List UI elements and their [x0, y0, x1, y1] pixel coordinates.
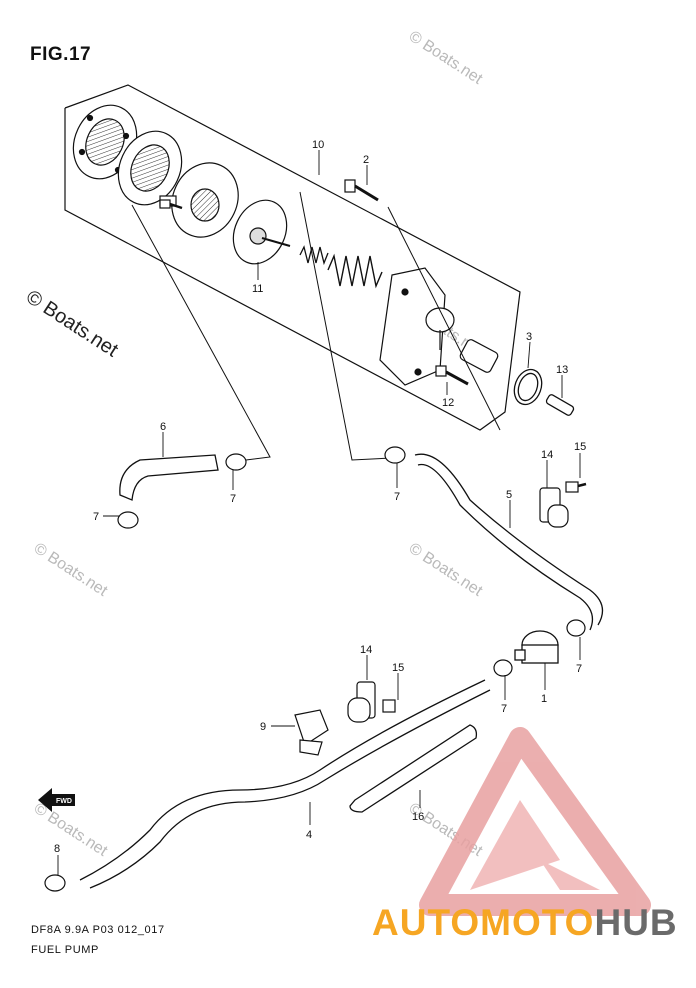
callout-4: 4 — [306, 829, 312, 841]
hose-4 — [79, 679, 491, 889]
callout-14: 14 — [541, 449, 553, 461]
callout-1: 1 — [541, 693, 547, 705]
callout-6: 6 — [160, 421, 166, 433]
fwd-label: FWD — [56, 798, 72, 805]
brand-part1: AUTOMOTO — [372, 902, 595, 943]
callout-9: 9 — [260, 721, 266, 733]
diaphragm — [232, 199, 291, 265]
clamp-14-upper — [539, 487, 569, 528]
callout-7: 7 — [501, 703, 507, 715]
callout-8: 8 — [54, 843, 60, 855]
screw-small — [159, 199, 183, 210]
callout-13: 13 — [556, 364, 568, 376]
bolt-15-lower — [382, 699, 396, 713]
screw-12 — [435, 365, 469, 386]
clip-9 — [294, 709, 329, 756]
clip — [44, 446, 586, 892]
brand-triangle-logo — [419, 727, 651, 916]
callout-14: 14 — [360, 644, 372, 656]
brand-part2: HUB — [594, 902, 678, 943]
fuel-filter-1 — [514, 630, 559, 664]
pump-body — [159, 162, 239, 238]
assembly-frame — [64, 84, 521, 431]
callout-10: 10 — [312, 139, 324, 151]
large-spring — [327, 253, 383, 289]
callout-7: 7 — [230, 493, 236, 505]
callout-5: 5 — [506, 489, 512, 501]
callout-15: 15 — [574, 441, 586, 453]
hose-6 — [119, 454, 219, 501]
callout-lines — [57, 150, 581, 875]
small-spring — [299, 245, 329, 266]
callout-15: 15 — [392, 662, 404, 674]
o-ring — [513, 368, 543, 406]
callout-3: 3 — [526, 331, 532, 343]
callout-7: 7 — [576, 663, 582, 675]
callout-7: 7 — [394, 491, 400, 503]
gasket-plate — [117, 130, 183, 206]
brand-wordmark: AUTOMOTOHUB — [372, 902, 678, 944]
fwd-arrow-icon: FWD — [38, 788, 75, 812]
callout-16: 16 — [412, 811, 424, 823]
callout-7: 7 — [93, 511, 99, 523]
screw-2 — [344, 179, 379, 202]
clamp-14-lower — [347, 681, 376, 723]
callout-11: 11 — [252, 283, 263, 295]
plunger — [459, 339, 499, 373]
figure-caption: FUEL PUMP — [31, 944, 99, 956]
pin — [545, 394, 575, 416]
figure-title: FIG.17 — [30, 44, 92, 65]
bolt-15-upper — [565, 481, 587, 493]
hose-5 — [414, 453, 604, 631]
callout-2: 2 — [363, 154, 369, 166]
hose-16 — [349, 724, 478, 813]
drawing-code: DF8A 9.9A P03 012_017 — [31, 924, 165, 936]
callout-12: 12 — [442, 397, 454, 409]
